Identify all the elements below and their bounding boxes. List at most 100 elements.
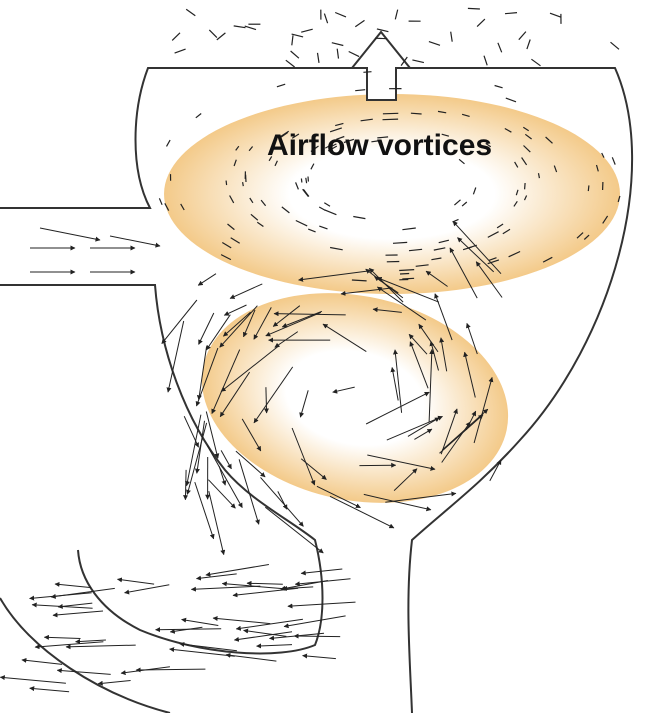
exhaust-flow-segment (467, 7, 480, 10)
vortex-flow-arrow (434, 293, 453, 341)
vortex-flow-segment (329, 246, 343, 251)
outer-curve (0, 597, 171, 713)
channel-flow-arrow (212, 616, 271, 625)
channel-flow-arrow (179, 641, 237, 652)
vortex-flow-arrow (428, 349, 435, 423)
vortex-flow-arrow (265, 311, 322, 337)
exhaust-flow-segment (610, 41, 620, 50)
vortex-flow-arrow (208, 490, 226, 556)
vortex-flow-arrow (194, 481, 215, 540)
vortex-flow-arrow (161, 299, 198, 344)
vortex-flow-arrow (489, 459, 502, 482)
vortex-flow-arrow (393, 468, 418, 491)
vortex-flow-segment (319, 225, 328, 230)
channel-flow-arrow (282, 585, 314, 591)
vortex-flow-segment (441, 133, 450, 137)
exhaust-flow-segment (376, 28, 389, 33)
vortex-flow-arrow (409, 341, 429, 389)
vortex-flow-arrow (223, 311, 251, 337)
vortex-flow-segment (537, 173, 540, 179)
vortex-flow-segment (611, 157, 616, 165)
vortex-flow-segment (318, 206, 326, 211)
vortex-flow-segment (256, 221, 264, 227)
vortex-flow-segment (454, 199, 461, 206)
exhaust-flow-segment (290, 50, 300, 59)
outlet-arrow-icon (349, 30, 413, 101)
exhaust-flow-segment (412, 59, 425, 64)
vortex-flow-segment (158, 198, 163, 206)
vortex-flow-segment (343, 138, 355, 144)
vortex-flow-arrow (205, 314, 231, 351)
vortex-flow-arrow (407, 417, 440, 437)
channel-flow-arrow (190, 585, 261, 592)
exhaust-flow-segment (233, 25, 246, 29)
vortex-flow-segment (438, 239, 450, 244)
vortex-flow-segment (281, 206, 290, 214)
vortex-flow-segment (576, 232, 584, 239)
vortex-flow-segment (324, 209, 337, 216)
exhaust-flow-segment (504, 12, 518, 15)
exhaust-flow-segment (244, 25, 257, 31)
vortex-flow-segment (522, 126, 530, 132)
vortex-flow-arrow (206, 445, 243, 509)
vortex-flow-arrow (392, 349, 403, 413)
vortex-flow-segment (494, 84, 503, 89)
vortex-flow-segment (617, 195, 621, 203)
channel-flow-arrow (120, 666, 170, 676)
vortex-flow-segment (461, 113, 470, 117)
exhaust-flow-segment (174, 48, 186, 54)
vortex-flow-arrow (205, 411, 220, 459)
vortex-flow-segment (233, 159, 237, 167)
exhaust-flow-segment (285, 59, 295, 68)
channel-flow-arrow (287, 601, 356, 609)
vortex-flow-segment (302, 189, 310, 197)
vortex-flow-segment (310, 163, 315, 170)
vortex-flow-arrow (253, 366, 294, 424)
channel-flow-arrow (54, 581, 92, 589)
vortex-flow-segment (515, 189, 519, 196)
vortex-flow-arrow (449, 247, 478, 299)
vortex-flow-segment (410, 112, 422, 115)
exhaust-flow-segment (428, 41, 441, 46)
vortex-flow-segment (602, 215, 609, 224)
vortex-flow-segment (523, 195, 528, 201)
vortex-flow-arrow (440, 408, 458, 455)
vortex-flow-segment (524, 133, 532, 140)
vortex-flow-segment (505, 97, 517, 103)
channel-flow-arrow (256, 643, 293, 649)
channel-flow-arrow (232, 587, 299, 598)
vortex-flow-segment (408, 248, 423, 252)
exhaust-flow-segment (531, 58, 541, 67)
vortex-flow-segment (307, 228, 316, 233)
vortex-flow-arrow (365, 268, 404, 299)
vortex-flow-arrow (194, 420, 205, 474)
vortex-flow-arrow (452, 220, 502, 275)
vortex-flow-segment (230, 237, 241, 244)
channel-flow-arrow (293, 633, 341, 639)
vortex-flow-segment (402, 227, 416, 231)
exhaust-flow-segment (301, 28, 313, 33)
vortex-flow-segment (392, 241, 408, 244)
vortex-flow-segment (328, 143, 337, 149)
channel-flow-arrow (0, 675, 66, 684)
vortex-flow-segment (508, 250, 521, 258)
vortex-flow-arrow (208, 479, 236, 509)
vortex-flow-arrow (390, 367, 399, 401)
vortex-flow-segment (291, 133, 300, 139)
vortex-flow-arrow (183, 415, 199, 448)
exhaust-flow-segment (483, 55, 488, 66)
vortex-flow-arrow (273, 311, 346, 317)
channel-flow-arrow (31, 602, 93, 609)
vortex-flow-segment (601, 152, 605, 158)
exhaust-flow-segment (291, 33, 304, 38)
exhaust-flow-segment (354, 19, 365, 28)
exhaust-flow-segment (208, 29, 218, 39)
vortex-flow-segment (276, 83, 286, 88)
exhaust-flow-segment (316, 52, 320, 63)
vortex-flow-arrow (274, 331, 299, 348)
vortex-flow-segment (583, 234, 590, 240)
vortex-flow-arrow (238, 459, 260, 525)
vortex-flow-arrow (198, 312, 215, 345)
vortex-flow-segment (437, 110, 447, 114)
